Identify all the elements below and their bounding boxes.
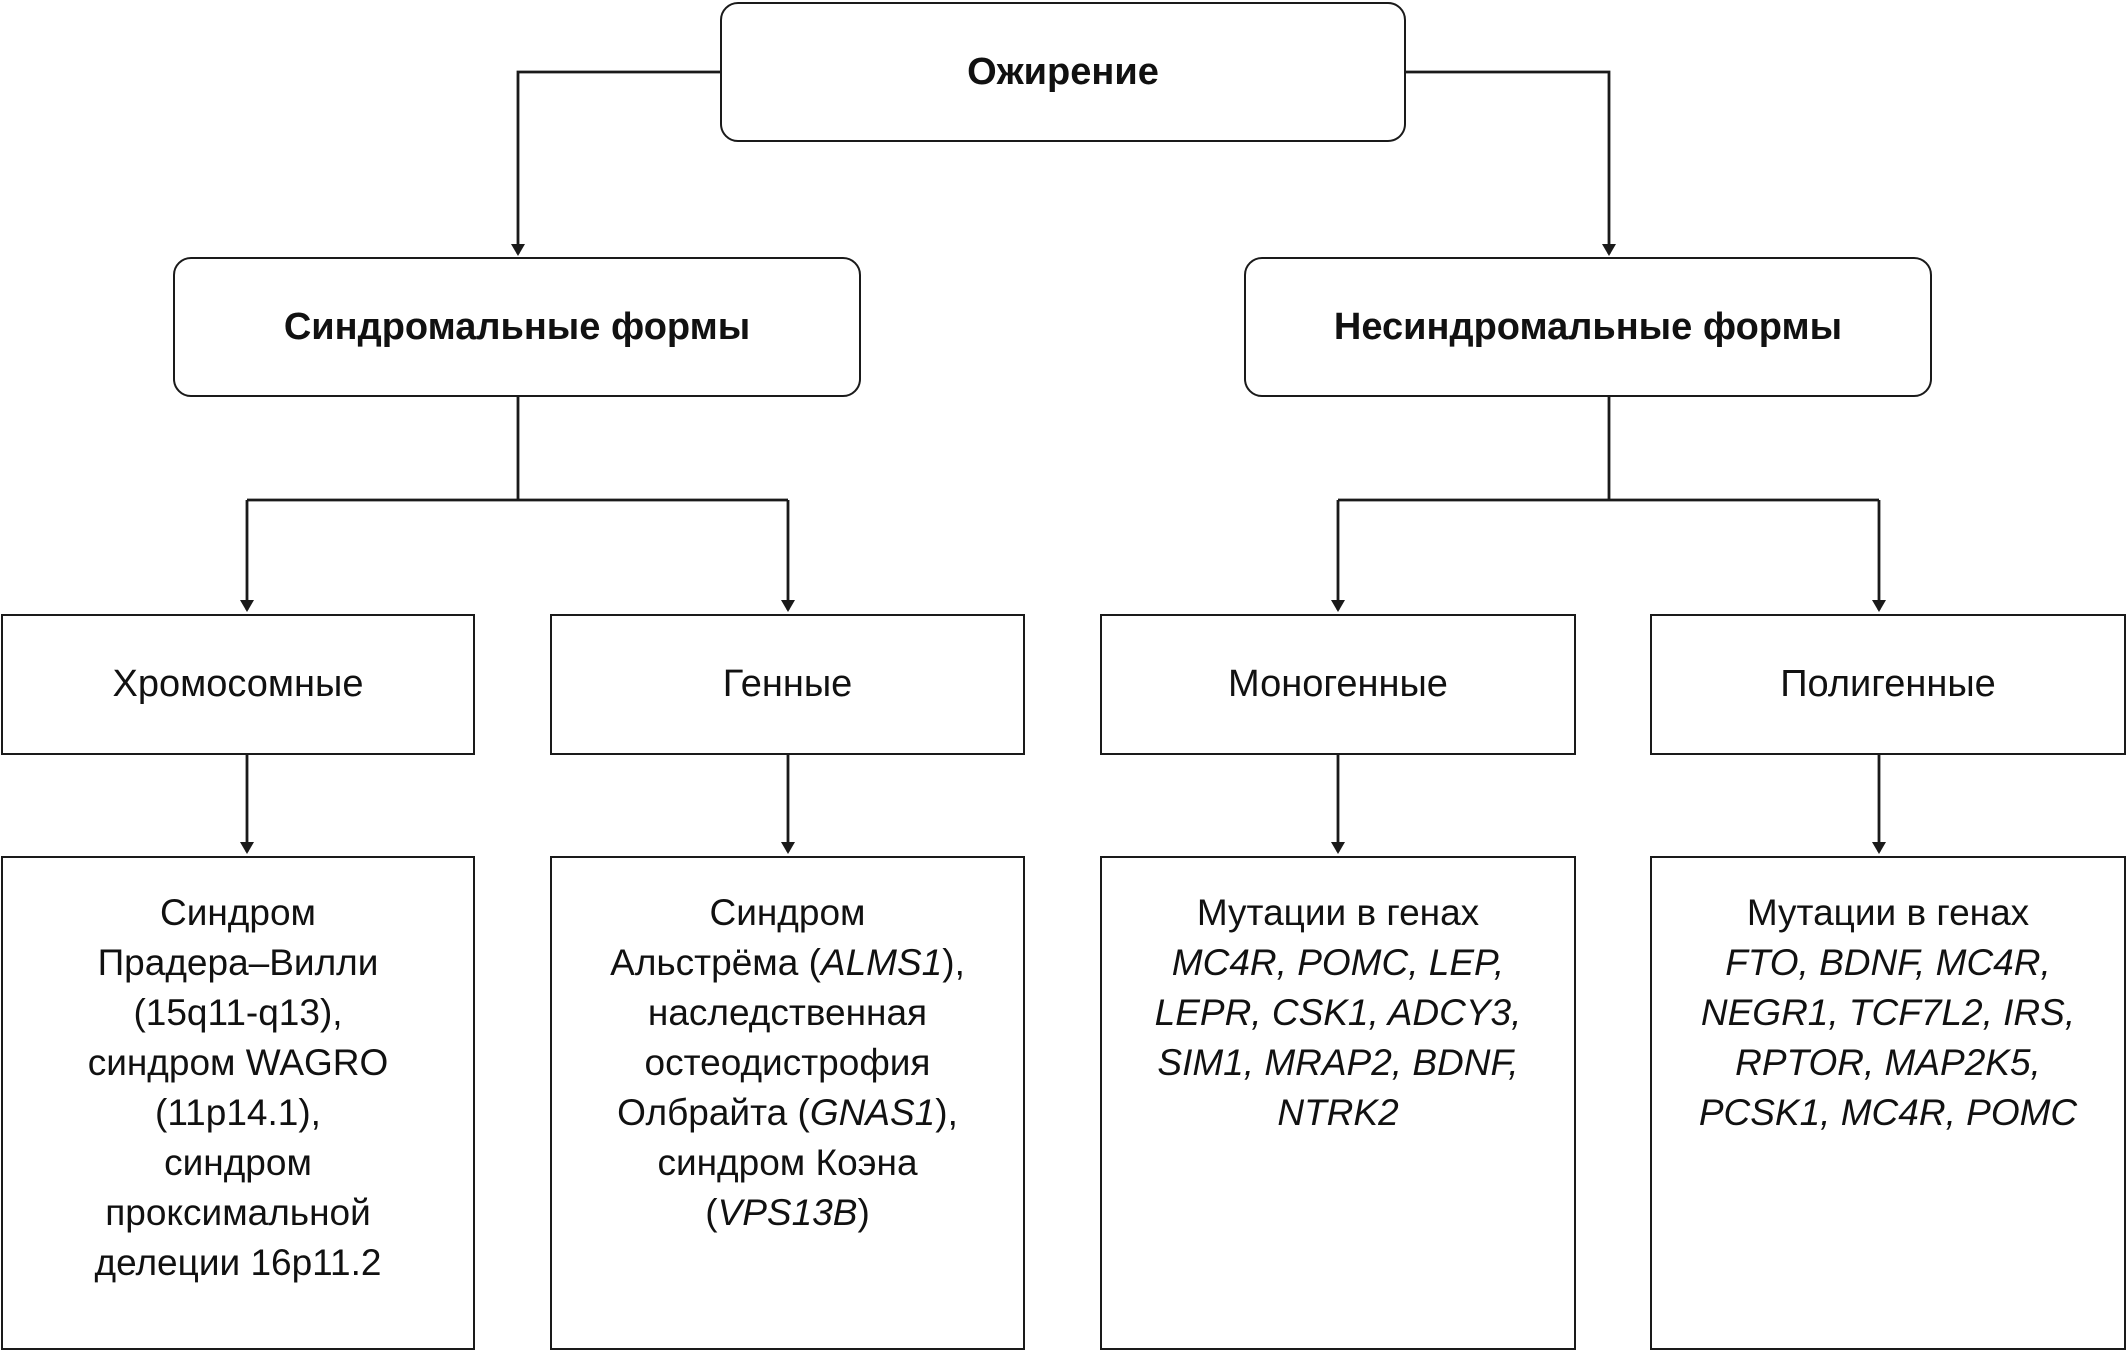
- genic-node: Генные: [550, 614, 1025, 755]
- nonsyndromic-forms-node: Несиндромальные формы: [1244, 257, 1932, 397]
- detail-text: (11p14.1),: [155, 1092, 321, 1133]
- detail-text: синдром: [164, 1142, 312, 1183]
- detail-line: (11p14.1),: [3, 1088, 473, 1138]
- detail-line: наследственная: [552, 988, 1023, 1038]
- detail-line: PCSK1, MC4R, POMC: [1652, 1088, 2124, 1138]
- detail-text: проксимальной: [105, 1192, 371, 1233]
- detail-text: Синдром: [159, 892, 316, 933]
- detail-line: проксимальной: [3, 1188, 473, 1238]
- detail-line: LEPR, CSK1, ADCY3,: [1102, 988, 1574, 1038]
- detail-line: Олбрайта (GNAS1),: [552, 1088, 1023, 1138]
- polygenic-label: Полигенные: [1780, 663, 1996, 705]
- detail-text: синдром WAGRO: [87, 1042, 389, 1083]
- detail-text: Мутации в генах: [1746, 892, 2030, 933]
- detail-text: ),: [935, 1092, 958, 1133]
- detail-text: Прадера–Вилли: [97, 942, 379, 983]
- gene-name: MC4R, POMC, LEP,: [1171, 942, 1505, 983]
- detail-line: Синдром: [552, 888, 1023, 938]
- gene-name: NEGR1, TCF7L2, IRS,: [1700, 992, 2076, 1033]
- syndromic-forms-node: Синдромальные формы: [173, 257, 861, 397]
- detail-line: синдром: [3, 1138, 473, 1188]
- connector-to-monogenic: [1338, 498, 1879, 610]
- detail-text: Мутации в генах: [1196, 892, 1480, 933]
- detail-line: (VPS13B): [552, 1188, 1023, 1238]
- gene-name: SIM1, MRAP2, BDNF,: [1157, 1042, 1519, 1083]
- detail-line: Альстрёма (ALMS1),: [552, 938, 1023, 988]
- connector-root-to-syndromic: [511, 70, 720, 256]
- gene-name: GNAS1: [809, 1092, 936, 1133]
- detail-line: NEGR1, TCF7L2, IRS,: [1652, 988, 2124, 1038]
- detail-text: синдром Коэна: [657, 1142, 918, 1183]
- gene-name: ALMS1: [820, 942, 943, 983]
- detail-line: синдром Коэна: [552, 1138, 1023, 1188]
- detail-line: Мутации в генах: [1652, 888, 2124, 938]
- detail-line: делеции 16p11.2: [3, 1238, 473, 1288]
- root-node: Ожирение: [720, 2, 1406, 142]
- nonsyndromic-forms-label: Несиндромальные формы: [1333, 305, 1843, 348]
- detail-line: RPTOR, MAP2K5,: [1652, 1038, 2124, 1088]
- chromosomal-label: Хромосомные: [112, 663, 364, 705]
- root-label: Ожирение: [967, 50, 1159, 93]
- gene-name: FTO, BDNF, MC4R,: [1725, 942, 2051, 983]
- detail-text: Альстрёма (: [610, 942, 821, 983]
- monogenic-node: Моногенные: [1100, 614, 1576, 755]
- detail-line: (15q11-q13),: [3, 988, 473, 1038]
- connector-to-chromosomal: [247, 498, 788, 610]
- detail-line: FTO, BDNF, MC4R,: [1652, 938, 2124, 988]
- chromosomal-node: Хромосомные: [1, 614, 475, 755]
- gene-name: LEPR, CSK1, ADCY3,: [1154, 992, 1522, 1033]
- gene-name: NTRK2: [1277, 1092, 1399, 1133]
- detail-line: Прадера–Вилли: [3, 938, 473, 988]
- detail-text: (15q11-q13),: [133, 992, 343, 1033]
- detail-line: NTRK2: [1102, 1088, 1574, 1138]
- connector-root-to-nonsyndromic: [1405, 70, 1616, 256]
- genic-label: Генные: [722, 663, 853, 705]
- detail-line: MC4R, POMC, LEP,: [1102, 938, 1574, 988]
- detail-text: остеодистрофия: [644, 1042, 931, 1083]
- detail-text: делеции 16p11.2: [94, 1242, 382, 1283]
- gene-name: VPS13B: [717, 1192, 858, 1233]
- detail-line: Мутации в генах: [1102, 888, 1574, 938]
- detail-line: Синдром: [3, 888, 473, 938]
- gene-name: PCSK1, MC4R, POMC: [1698, 1092, 2078, 1133]
- gene-name: RPTOR, MAP2K5,: [1735, 1042, 2041, 1083]
- detail-text: ),: [942, 942, 965, 983]
- detail-line: SIM1, MRAP2, BDNF,: [1102, 1038, 1574, 1088]
- detail-text: Олбрайта (: [617, 1092, 810, 1133]
- detail-line: остеодистрофия: [552, 1038, 1023, 1088]
- monogenic-label: Моногенные: [1228, 663, 1448, 705]
- polygenic-node: Полигенные: [1650, 614, 2126, 755]
- detail-text: ): [857, 1192, 870, 1233]
- syndromic-forms-label: Синдромальные формы: [283, 305, 751, 348]
- detail-text: наследственная: [647, 992, 928, 1033]
- detail-line: синдром WAGRO: [3, 1038, 473, 1088]
- detail-text: (: [705, 1192, 718, 1233]
- detail-text: Синдром: [709, 892, 866, 933]
